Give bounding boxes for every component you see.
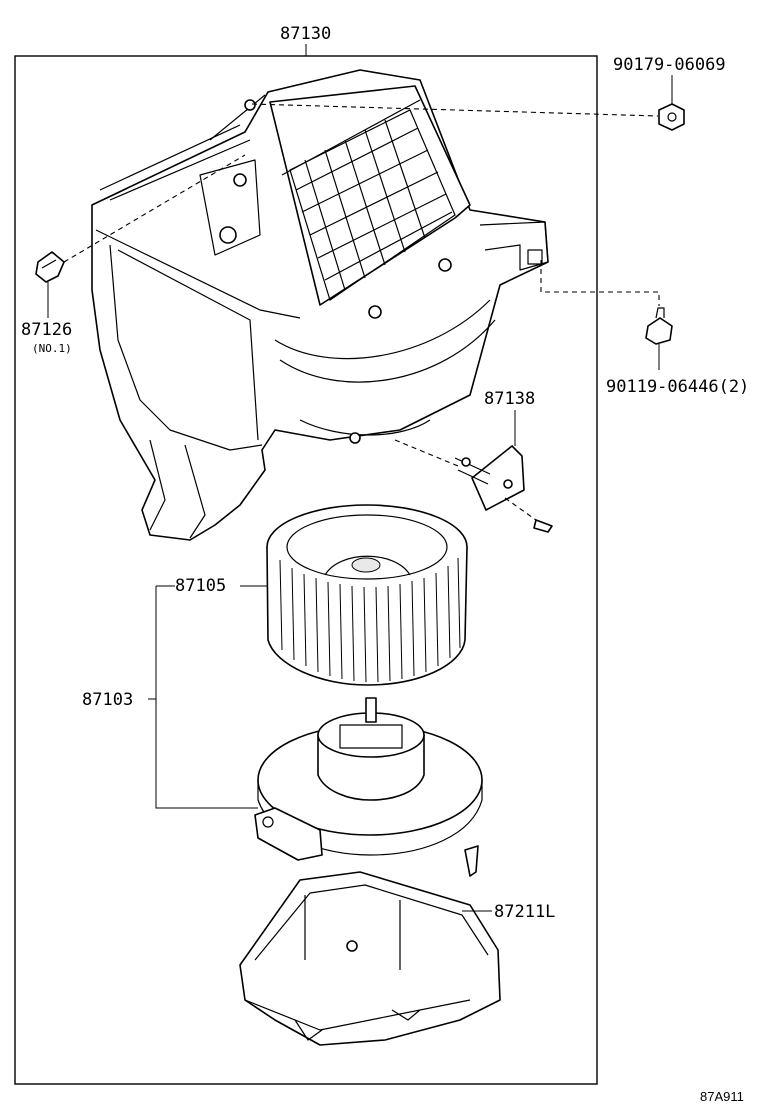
- dash-87126: [63, 154, 246, 263]
- label-assembly: 87130: [280, 24, 331, 44]
- lower-case-87211L-drawing: [239, 871, 501, 1046]
- clip-87126-drawing: [35, 251, 65, 283]
- dash-90179: [251, 103, 659, 117]
- filter-grid: [289, 109, 456, 301]
- dash-87138: [394, 439, 459, 467]
- label-87138: 87138: [484, 389, 535, 409]
- blower-housing-drawing: [91, 69, 549, 541]
- label-87211L: 87211L: [494, 902, 555, 922]
- dash-87138-screw: [504, 497, 537, 521]
- label-87103: 87103: [82, 690, 133, 710]
- label-87105: 87105: [175, 576, 226, 596]
- nut-90179-drawing: [658, 103, 685, 131]
- drawing-code: 87A911: [700, 1089, 744, 1104]
- dash-90119: [540, 260, 660, 306]
- motor-87103-drawing: [254, 697, 483, 877]
- resistor-87138-drawing: [454, 445, 553, 533]
- fan-87105-drawing: [266, 504, 468, 686]
- note-87126: (NO.1): [32, 342, 72, 355]
- label-90119: 90119-06446(2): [606, 377, 749, 397]
- label-87126: 87126: [21, 320, 72, 340]
- screw-90119-drawing: [645, 307, 673, 345]
- label-90179: 90179-06069: [613, 55, 726, 75]
- leader-87103: [155, 586, 258, 809]
